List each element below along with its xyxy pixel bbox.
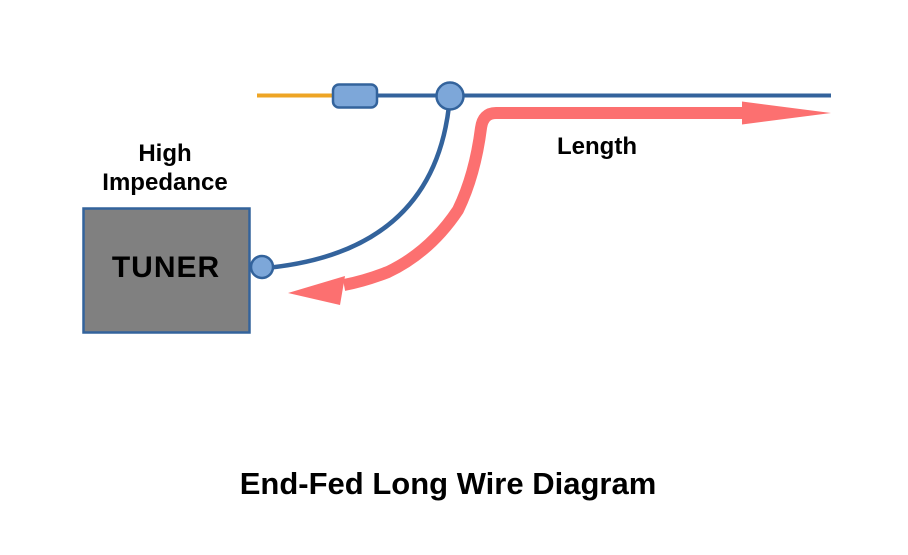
high-impedance-line1: High	[138, 140, 192, 167]
tuner-label: TUNER	[111, 251, 221, 284]
high-impedance-line2: Impedance	[102, 169, 228, 196]
insulator-block	[331, 83, 379, 109]
length-arrowhead-right-icon	[742, 101, 831, 125]
tuner-box	[82, 207, 251, 334]
length-arrow-shaft	[342, 107, 745, 291]
tuner-connector-node	[249, 254, 275, 280]
high-impedance-label: High Impedance	[70, 139, 260, 197]
feed-point-node	[435, 81, 465, 111]
length-label: Length	[557, 133, 637, 160]
feedline-wire	[265, 105, 452, 271]
diagram-title: End-Fed Long Wire Diagram	[239, 466, 657, 501]
length-arrowhead-left-icon	[288, 276, 345, 305]
